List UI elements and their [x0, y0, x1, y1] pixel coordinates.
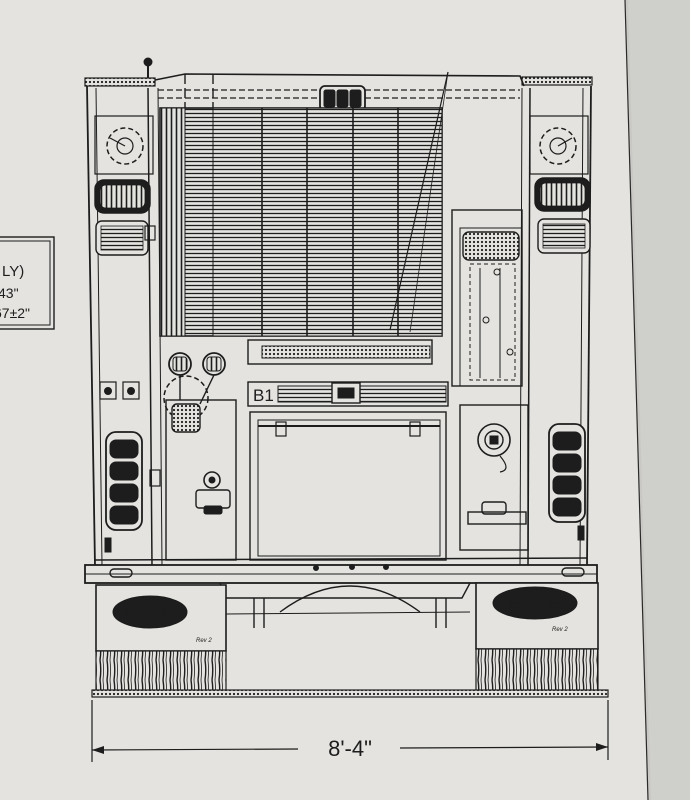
hose-connections [163, 352, 226, 433]
mudflap-brand-left: E-ONE [123, 604, 177, 623]
left-marker-light [104, 537, 112, 553]
mudflap-small-text-right: Rev 2 [552, 627, 568, 633]
side-note-line3: 67±2" [0, 305, 30, 321]
side-note-box: LY) 43" 67±2" [0, 236, 55, 330]
left-switch-boxes [99, 381, 140, 400]
mudflap-brand-right: E-ONE [508, 594, 562, 613]
rollup-door [159, 71, 449, 337]
b1-compartment [247, 381, 449, 561]
width-dimension-label: 8'-4" [328, 736, 372, 761]
right-lower-panel [459, 404, 529, 551]
left-taillights [105, 431, 161, 531]
side-note-line1: LY) [2, 263, 24, 280]
compartment-label-b1: B1 [253, 386, 274, 405]
door-handle-bar [261, 345, 431, 359]
side-note-line2: 43" [0, 285, 19, 301]
right-taillights [548, 423, 586, 541]
mudflap-small-text-left: Rev 2 [196, 638, 212, 644]
mudflap-left [95, 584, 227, 696]
roof-rail-left [84, 77, 156, 87]
right-upper-compartment [451, 209, 523, 387]
roof-rail-right [521, 76, 593, 86]
right-side-lights [529, 115, 591, 254]
fire-truck-rear-view: B1 [84, 57, 609, 762]
left-side-lights [94, 115, 156, 256]
rear-bumper [84, 564, 598, 584]
ground-line [91, 689, 609, 698]
mudflap-right [475, 582, 599, 696]
top-center-light [319, 85, 366, 112]
width-dimension [91, 700, 609, 762]
left-lower-panel [165, 399, 237, 561]
